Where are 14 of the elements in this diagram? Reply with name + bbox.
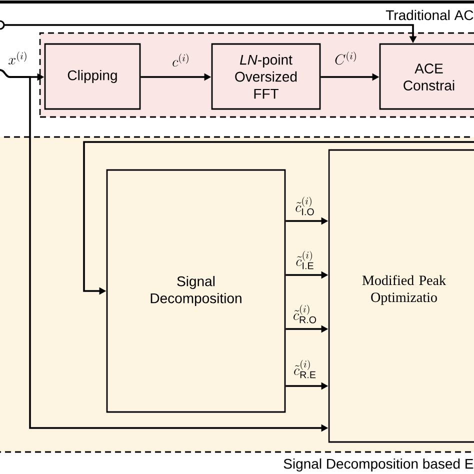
process-box: Signal Decomposition xyxy=(106,169,286,413)
edge-label: $\tilde{c}^{(i)}_{\mathrm{R.E}}$ xyxy=(294,360,316,378)
edge-label: $C^{(i)}$ xyxy=(335,52,356,65)
process-box: Clipping xyxy=(44,43,141,110)
edge-label: $\tilde{c}^{(i)}_{\mathrm{I.O}}$ xyxy=(296,196,314,216)
process-box: ACE Constrai xyxy=(379,43,474,110)
process-box: Modified Peak Optimizatio xyxy=(328,149,474,443)
edge-label: $x^{(i)}$ xyxy=(8,52,26,64)
edge-label: $c^{(i)}$ xyxy=(172,54,188,66)
edge-label: $\tilde{c}^{(i)}_{\mathrm{I.E}}$ xyxy=(296,250,314,270)
edge-label: $\tilde{c}^{(i)}_{\mathrm{R.O}}$ xyxy=(294,304,316,324)
region-title: Signal Decomposition based E xyxy=(284,458,474,472)
process-box: LN-point Oversized FFT xyxy=(211,43,321,110)
region-title: Traditional AC xyxy=(386,10,474,20)
